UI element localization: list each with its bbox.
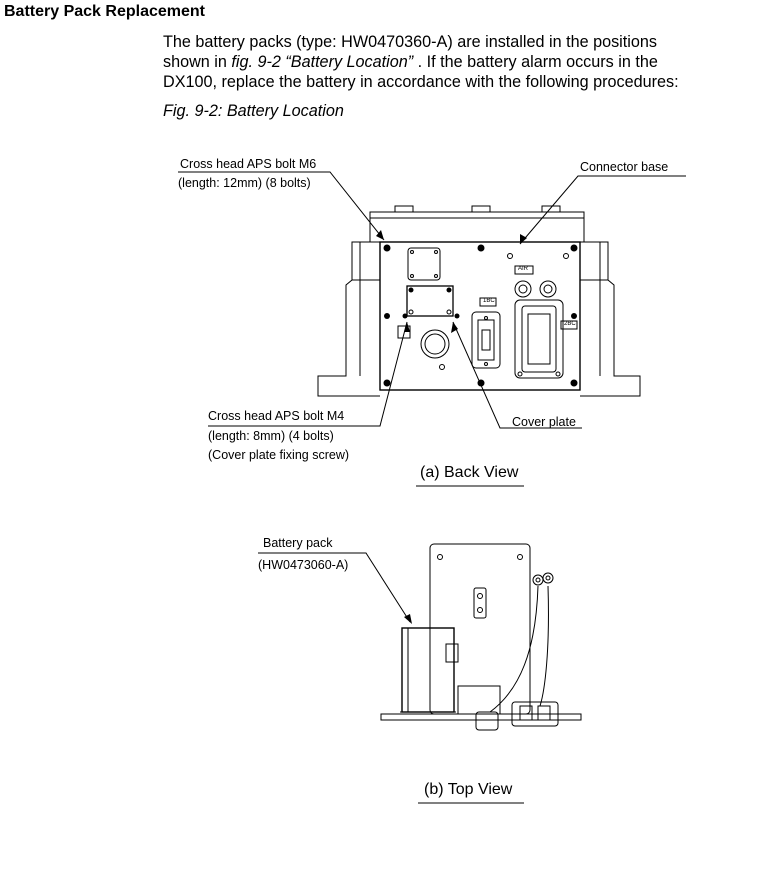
intro-paragraph: The battery packs (type: HW0470360-A) ar… [163, 32, 763, 92]
label-bolt-m4-detail-1: (length: 8mm) (4 bolts) [208, 429, 334, 443]
label-bolt-m6: Cross head APS bolt M6 [180, 157, 317, 171]
leader-cover-plate [452, 321, 582, 429]
base-plate [380, 713, 582, 721]
intro-line-3: DX100, replace the battery in accordance… [163, 73, 679, 91]
mounting-plate [429, 543, 531, 715]
label-bolt-m4: Cross head APS bolt M4 [208, 409, 345, 423]
back-view-drawing [178, 171, 686, 487]
leader-bolt-m4 [208, 321, 408, 427]
tag-air: AIR [518, 266, 529, 272]
top-bracket [369, 211, 585, 243]
label-battery-part-number: (HW0473060-A) [258, 558, 349, 572]
label-cover-plate: Cover plate [512, 415, 576, 429]
back-view-caption: (a) Back View [420, 464, 519, 481]
back-plate [379, 241, 581, 391]
figure-caption: Fig. 9-2: Battery Location [163, 102, 344, 120]
top-view-caption: (b) Top View [424, 781, 513, 798]
tag-1bc: 1BC [483, 298, 495, 304]
figure-reference: fig. 9-2 “Battery Location” [231, 53, 414, 71]
label-battery-pack: Battery pack [263, 536, 333, 550]
label-bolt-m6-detail: (length: 12mm) (8 bolts) [178, 176, 311, 190]
intro-line-2: shown in fig. 9-2 “Battery Location” . I… [163, 53, 658, 71]
top-view-drawing [258, 543, 582, 804]
leader-connector-base [519, 175, 686, 245]
tag-2bc: 2BC [564, 321, 576, 327]
section-title: Battery Pack Replacement [4, 3, 205, 20]
leader-battery-pack [258, 552, 411, 623]
label-connector-base: Connector base [580, 160, 669, 174]
battery-pack [401, 627, 455, 713]
label-bolt-m4-detail-2: (Cover plate fixing screw) [208, 448, 350, 462]
intro-line-1: The battery packs (type: HW0470360-A) ar… [163, 33, 657, 51]
cover-plate [406, 285, 454, 317]
leader-bolt-m6 [178, 171, 385, 241]
